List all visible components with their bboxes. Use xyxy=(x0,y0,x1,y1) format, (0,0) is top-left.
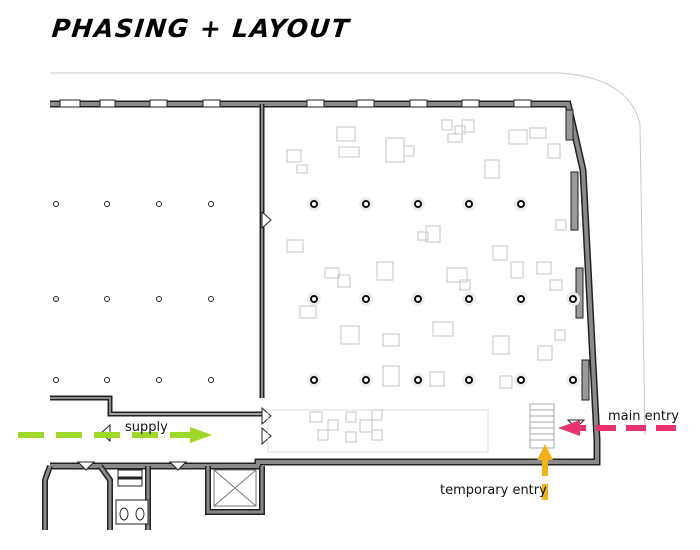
furniture-piece xyxy=(417,231,429,241)
column xyxy=(53,377,59,383)
column xyxy=(104,296,110,302)
furniture-piece xyxy=(385,137,405,163)
furniture-piece xyxy=(376,261,394,281)
furniture-piece xyxy=(529,127,547,139)
column xyxy=(414,376,422,384)
furniture-piece xyxy=(340,325,360,345)
furniture-piece xyxy=(286,239,304,253)
column xyxy=(517,376,525,384)
temporary-entry-label: temporary entry xyxy=(440,483,547,498)
furniture xyxy=(286,119,567,443)
furniture-piece xyxy=(536,261,552,275)
column xyxy=(104,201,110,207)
gallery-inner-outline xyxy=(267,409,489,453)
column xyxy=(362,376,370,384)
furniture-piece xyxy=(441,119,453,131)
column xyxy=(465,295,473,303)
column xyxy=(53,296,59,302)
furniture-piece xyxy=(429,371,445,387)
column xyxy=(310,376,318,384)
furniture-piece xyxy=(371,429,383,441)
column xyxy=(569,295,577,303)
main-entry-label: main entry xyxy=(608,409,679,424)
column xyxy=(465,200,473,208)
furniture-piece xyxy=(317,429,329,441)
furniture-piece xyxy=(327,419,339,431)
main-entry-arrow xyxy=(558,420,676,436)
right-columns xyxy=(307,197,580,387)
furniture-piece xyxy=(324,267,340,279)
furniture-piece xyxy=(508,129,528,145)
furniture-piece xyxy=(432,321,454,337)
furniture-piece xyxy=(510,261,524,279)
column xyxy=(208,296,214,302)
furniture-piece xyxy=(549,279,563,291)
lower-walls xyxy=(42,464,265,530)
furniture-piece xyxy=(459,279,471,291)
furniture-piece xyxy=(345,431,357,443)
column xyxy=(310,295,318,303)
column xyxy=(208,201,214,207)
elevator-box xyxy=(213,469,257,507)
furniture-piece xyxy=(345,411,357,423)
interior-walls-fill xyxy=(50,104,263,415)
furniture-piece xyxy=(484,159,500,179)
furniture-piece xyxy=(555,219,567,231)
column xyxy=(517,295,525,303)
furniture-piece xyxy=(296,164,308,174)
furniture-piece xyxy=(547,143,561,159)
furniture-piece xyxy=(382,333,400,347)
furniture-piece xyxy=(554,329,566,341)
furniture-piece xyxy=(359,419,373,433)
column xyxy=(156,201,162,207)
furniture-piece xyxy=(309,411,323,423)
column xyxy=(569,376,577,384)
furniture-piece xyxy=(403,145,415,157)
column xyxy=(414,295,422,303)
furniture-piece xyxy=(454,125,466,135)
furniture-piece xyxy=(499,375,513,389)
furniture-piece xyxy=(537,345,553,361)
left-columns xyxy=(53,201,214,383)
furniture-piece xyxy=(336,126,356,142)
temporary-entry-arrow xyxy=(537,444,553,500)
restroom-fixtures xyxy=(115,469,149,525)
column xyxy=(310,200,318,208)
furniture-piece xyxy=(337,274,351,288)
furniture-piece xyxy=(461,119,475,133)
column xyxy=(53,201,59,207)
column xyxy=(414,200,422,208)
furniture-piece xyxy=(382,365,400,387)
column xyxy=(104,377,110,383)
supply-arrow xyxy=(18,427,212,443)
column xyxy=(362,295,370,303)
furniture-piece xyxy=(492,245,508,261)
top-windows xyxy=(59,99,532,108)
interior-walls xyxy=(50,104,265,417)
column xyxy=(208,377,214,383)
column xyxy=(517,200,525,208)
furniture-piece xyxy=(425,225,441,243)
furniture-piece xyxy=(492,335,510,355)
furniture-piece xyxy=(338,146,360,158)
furniture-piece xyxy=(286,149,302,163)
furniture-piece xyxy=(299,305,317,319)
column xyxy=(465,376,473,384)
furniture-piece xyxy=(447,133,463,143)
supply-label: supply xyxy=(125,420,168,435)
entry-stairs xyxy=(529,403,555,449)
column xyxy=(156,377,162,383)
column xyxy=(156,296,162,302)
furniture-piece xyxy=(446,267,468,283)
site-boundary xyxy=(50,72,646,436)
furniture-piece xyxy=(371,409,383,421)
column xyxy=(362,200,370,208)
